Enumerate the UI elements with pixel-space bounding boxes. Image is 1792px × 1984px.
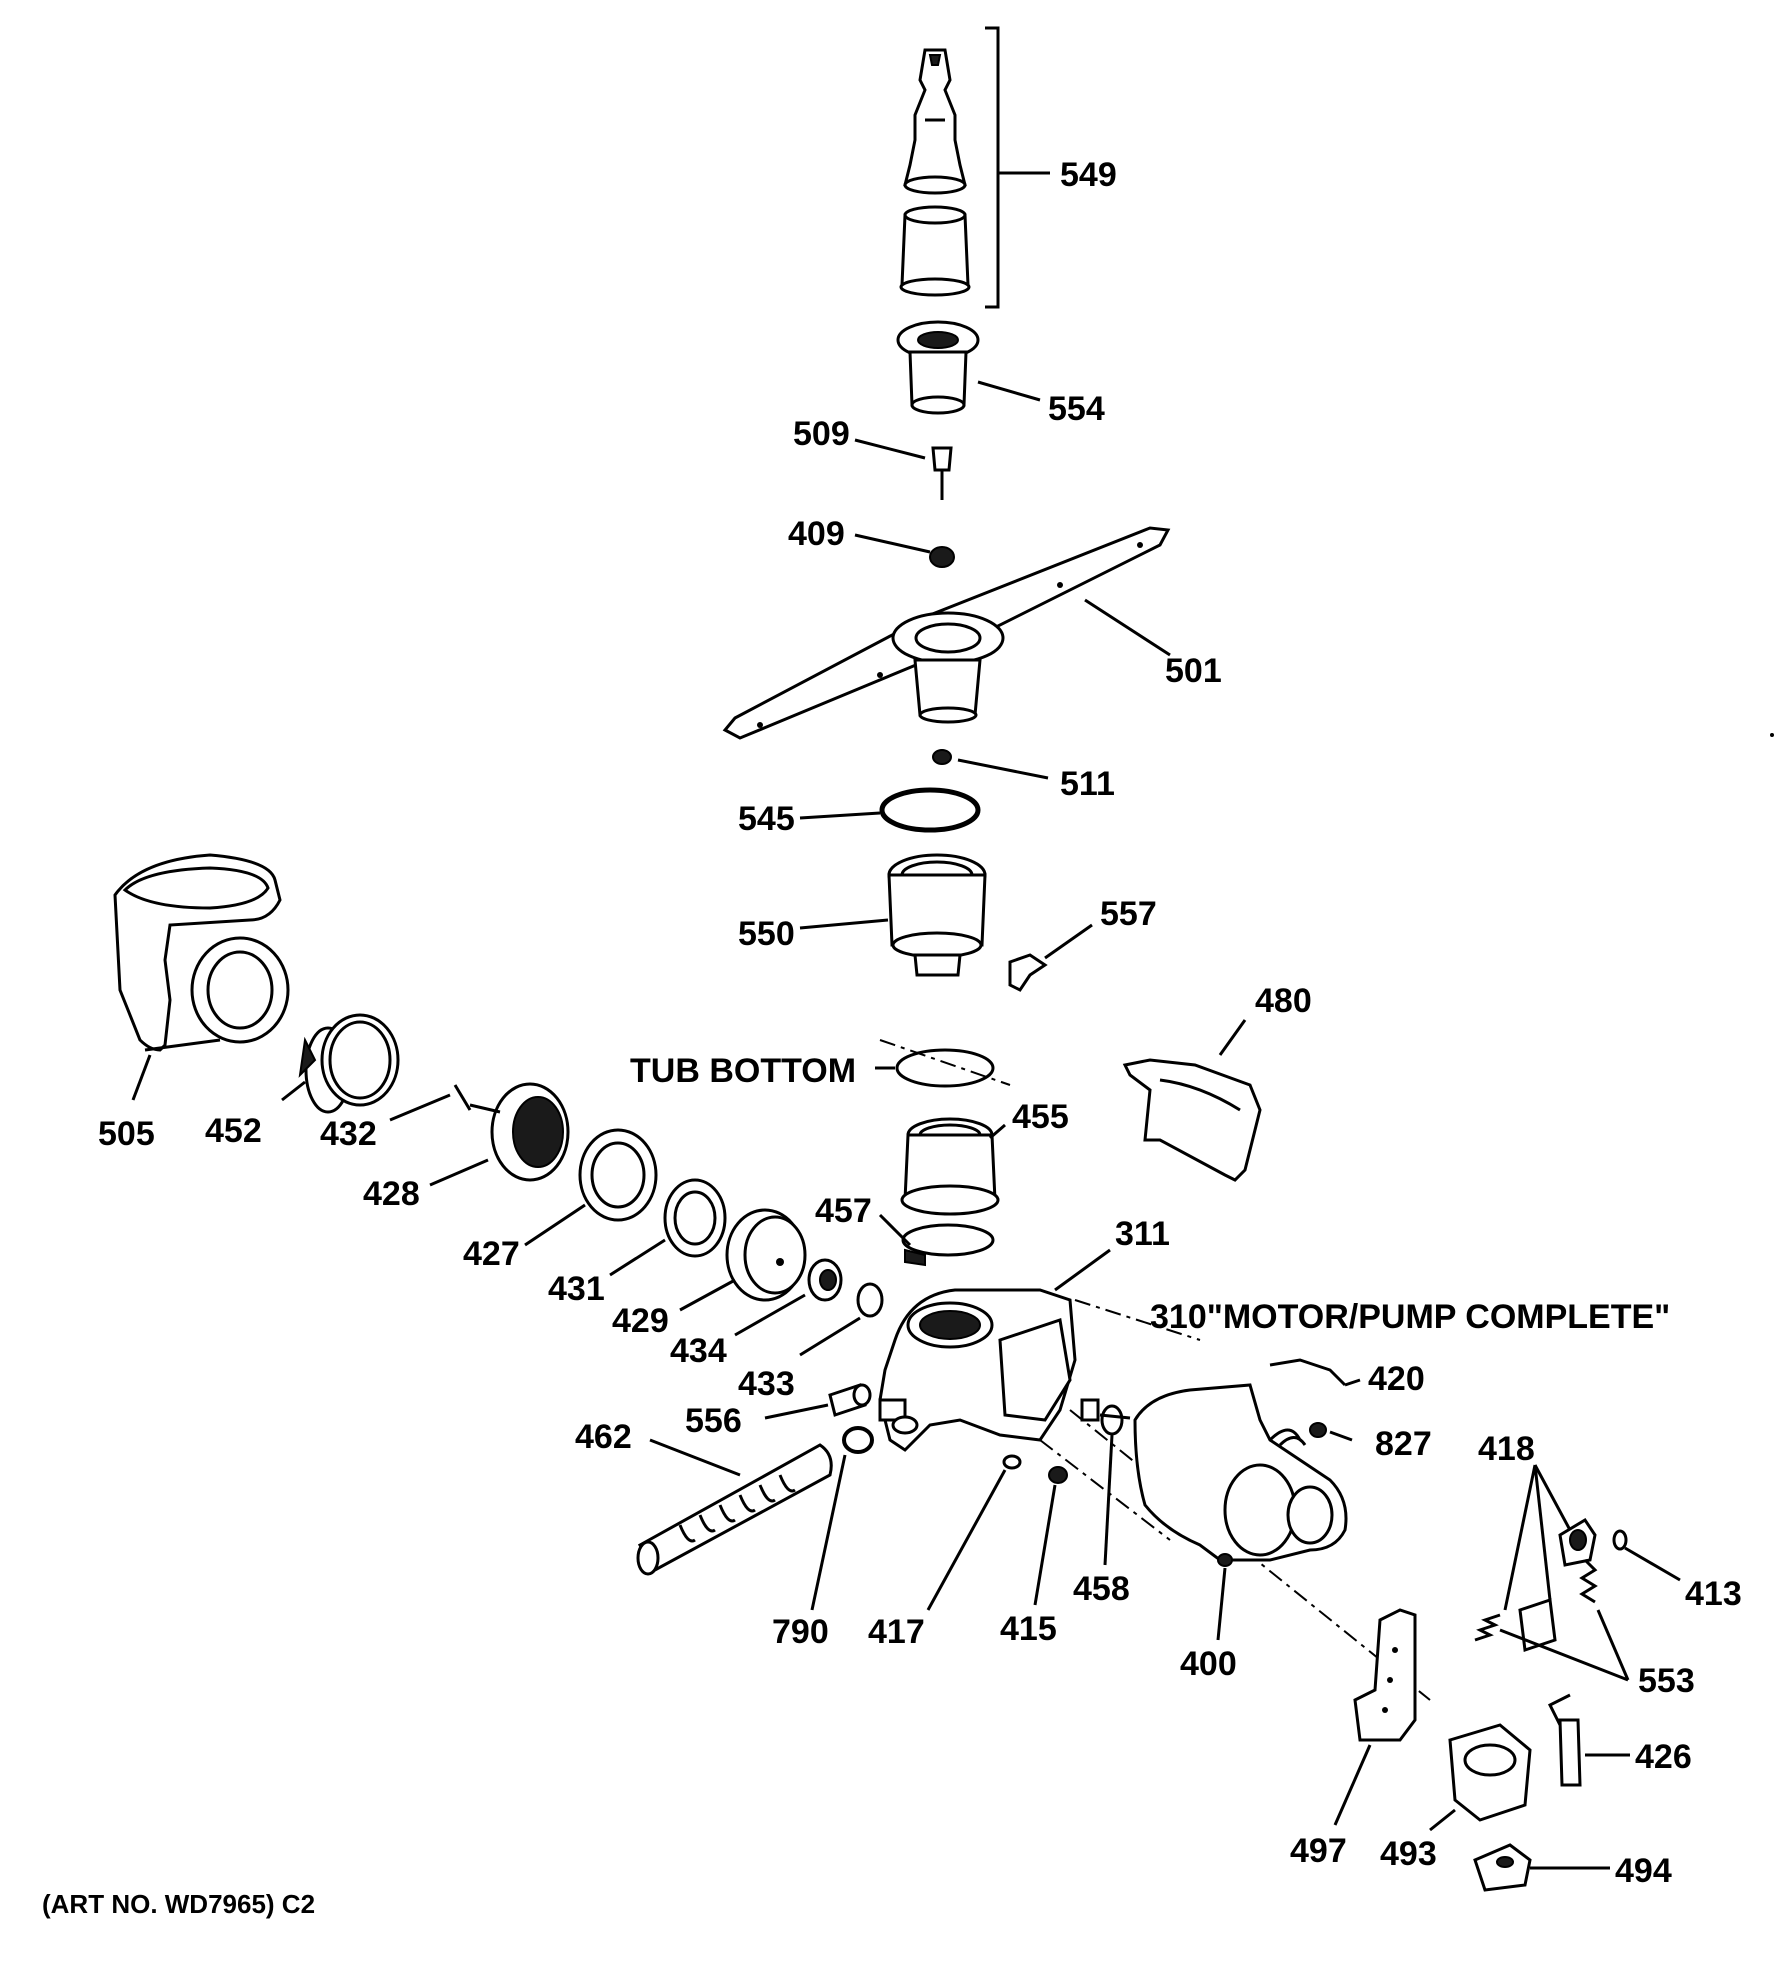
- label-462: 462: [575, 1418, 632, 1456]
- part-493-solenoid: [1429, 1723, 1532, 1832]
- label-428: 428: [363, 1175, 420, 1213]
- part-827-screw: [1309, 1422, 1353, 1442]
- part-557-clip: [1008, 923, 1093, 992]
- part-556-plug: [764, 1383, 872, 1420]
- label-427: 427: [463, 1235, 520, 1273]
- part-417-washer: [926, 1454, 1022, 1611]
- label-550: 550: [738, 915, 795, 953]
- part-427-ring: [524, 1128, 658, 1247]
- part-428-filter: [429, 1082, 570, 1187]
- part-545-ring: [799, 787, 981, 833]
- label-494: 494: [1615, 1852, 1672, 1890]
- label-415: 415: [1000, 1610, 1057, 1648]
- label-480: 480: [1255, 982, 1312, 1020]
- part-420-wire: [1269, 1358, 1361, 1387]
- part-415-nut: [1033, 1466, 1068, 1606]
- part-549-tower: [899, 26, 1050, 309]
- label-413: 413: [1685, 1575, 1742, 1613]
- label-420: 420: [1368, 1360, 1425, 1398]
- label-457: 457: [815, 1192, 872, 1230]
- part-505-sump: [113, 853, 290, 1101]
- label-426: 426: [1635, 1738, 1692, 1776]
- part-509-screw: [854, 438, 953, 500]
- label-311: 311: [1115, 1215, 1170, 1253]
- label-429: 429: [612, 1302, 669, 1340]
- part-433-washer: [799, 1282, 884, 1357]
- part-432-ring: [320, 1013, 451, 1122]
- part-462-hose: [636, 1438, 833, 1576]
- part-413-clip: [1612, 1529, 1681, 1582]
- label-556: 556: [685, 1402, 742, 1440]
- part-511-clip: [932, 749, 1049, 780]
- part-494-plunger: [1473, 1843, 1610, 1892]
- label-497: 497: [1290, 1832, 1347, 1870]
- part-418-bracket: [1503, 1464, 1597, 1653]
- label-417: 417: [868, 1613, 925, 1651]
- label-motor-pump-complete: 310"MOTOR/PUMP COMPLETE": [1150, 1298, 1670, 1336]
- label-433: 433: [738, 1365, 795, 1403]
- part-501-spray-arm: [722, 526, 1171, 740]
- part-550-housing: [799, 853, 987, 977]
- part-457-clamp: [878, 1213, 995, 1267]
- part-458-seal: [1100, 1404, 1124, 1566]
- label-452: 452: [205, 1112, 262, 1150]
- label-554: 554: [1048, 390, 1105, 428]
- part-400-screw: [1216, 1553, 1233, 1641]
- part-790-clamp: [810, 1426, 874, 1611]
- part-426-pin: [1547, 1693, 1630, 1787]
- part-429-impeller: [679, 1208, 807, 1312]
- label-431: 431: [548, 1270, 605, 1308]
- label-545: 545: [738, 800, 795, 838]
- part-434-nut: [734, 1258, 843, 1337]
- part-497-bracket: [1333, 1608, 1417, 1826]
- part-554-hub: [896, 320, 1041, 415]
- label-458: 458: [1073, 1570, 1130, 1608]
- label-557: 557: [1100, 895, 1157, 933]
- part-553-spring: [1474, 1558, 1630, 1682]
- label-827: 827: [1375, 1425, 1432, 1463]
- part-409-nut: [854, 533, 955, 568]
- part-431-seal: [609, 1178, 727, 1277]
- part-311-pump-housing: [878, 1248, 1431, 1701]
- label-505: 505: [98, 1115, 155, 1153]
- label-455: 455: [1012, 1098, 1069, 1136]
- part-tub-bottom-ring: [875, 1039, 1011, 1088]
- art-number: (ART NO. WD7965) C2: [42, 1889, 315, 1919]
- label-418: 418: [1478, 1430, 1535, 1468]
- label-509: 509: [793, 415, 850, 453]
- label-tub-bottom: TUB BOTTOM: [630, 1052, 856, 1090]
- label-553: 553: [1638, 1662, 1695, 1700]
- label-549: 549: [1060, 156, 1117, 194]
- label-432: 432: [320, 1115, 377, 1153]
- label-493: 493: [1380, 1835, 1437, 1873]
- part-motor: [1080, 1383, 1348, 1562]
- label-511: 511: [1060, 765, 1115, 803]
- label-501: 501: [1165, 652, 1222, 690]
- label-790: 790: [772, 1613, 829, 1651]
- label-434: 434: [670, 1332, 727, 1370]
- part-480-shield: [1122, 1019, 1262, 1182]
- label-400: 400: [1180, 1645, 1237, 1683]
- part-455-coupling: [900, 1117, 1006, 1216]
- label-409: 409: [788, 515, 845, 553]
